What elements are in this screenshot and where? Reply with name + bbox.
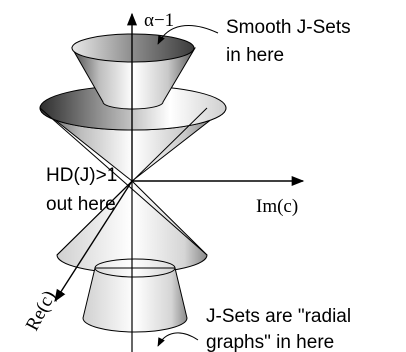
diagonal-axis [54,180,133,303]
smooth-label-line1: Smooth J-Sets [226,17,351,38]
radial-label-line1: J-Sets are "radial [206,306,351,327]
horizontal-axis-label: Im(c) [256,196,298,217]
diagonal-axis-label: Re(c) [22,287,60,334]
upper-inner-frustum [71,47,196,110]
vertical-axis-label: α−1 [144,10,174,31]
smooth-pointer-curve [157,25,219,45]
radial-label-line2: graphs" in here [206,332,334,352]
cone-generator-line-b [39,107,208,256]
smooth-label-line2: in here [226,45,284,66]
hd-label-line1: HD(J)>1 [46,165,117,186]
lower-inner-frustum [82,267,188,333]
hd-label-line2: out here [46,194,116,215]
radial-pointer-curve [157,332,199,347]
upper-inner-rim [71,33,195,63]
lower-frustum-top-rim [94,258,176,278]
